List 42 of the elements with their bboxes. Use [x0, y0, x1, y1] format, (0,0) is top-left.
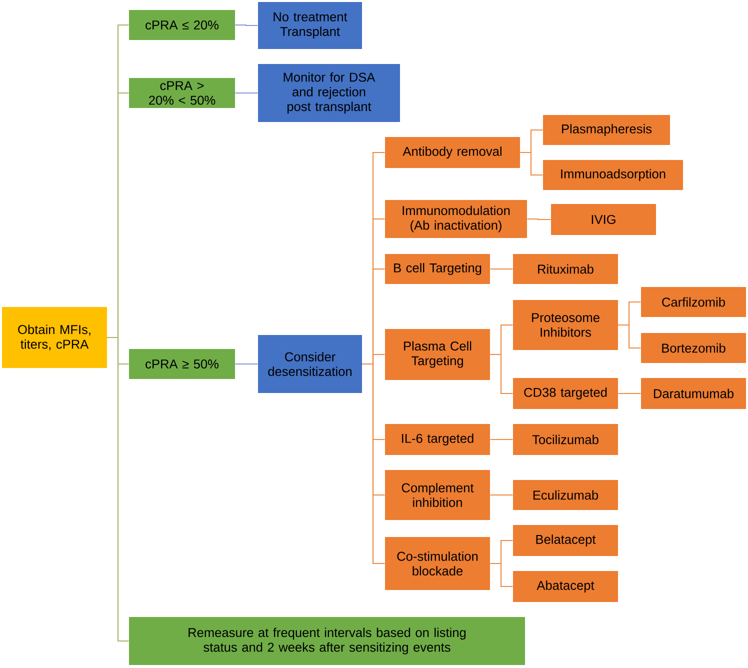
connector-line — [490, 268, 513, 270]
connector-line — [527, 218, 551, 220]
treatment-box: Immunomodulation (Ab inactivation) — [385, 200, 527, 238]
connector-line — [490, 438, 513, 440]
start-box: Obtain MFIs, titers, cPRA — [2, 307, 108, 368]
condition-box: cPRA ≤ 20% — [129, 10, 235, 40]
treatment-box: Complement inhibition — [385, 470, 490, 520]
treatment-box: Carfilzomib — [641, 287, 746, 317]
treatment-box: Rituximab — [513, 254, 618, 284]
condition-box: Remeasure at frequent intervals based on listing status and 2 weeks after sensitizing events — [129, 617, 525, 665]
connector-line — [490, 494, 513, 496]
connector-line — [490, 562, 513, 588]
condition-box: cPRA ≥ 50% — [129, 349, 235, 379]
connector-line — [618, 324, 641, 349]
connector-line — [618, 392, 641, 394]
treatment-box: Bortezomib — [641, 333, 746, 363]
connector-line — [235, 363, 258, 365]
treatment-box: Plasma Cell Targeting — [385, 329, 490, 380]
treatment-box: Belatacept — [513, 525, 618, 556]
action-box: Consider desensitization — [258, 335, 362, 393]
treatment-box: Antibody removal — [385, 137, 520, 168]
treatment-box: IL-6 targeted — [385, 424, 490, 455]
treatment-box: Eculizumab — [513, 480, 618, 510]
treatment-box: B cell Targeting — [385, 254, 490, 284]
action-box: No treatment Transplant — [258, 2, 362, 49]
action-box: Monitor for DSA and rejection post transplant — [258, 64, 400, 122]
treatment-box: Plasmapheresis — [543, 115, 670, 145]
treatment-box: Abatacept — [513, 571, 618, 602]
treatment-box: Proteosome Inhibitors — [513, 300, 618, 350]
connector-line — [107, 336, 129, 642]
treatment-box: Immunoadsorption — [543, 160, 683, 190]
treatment-box: IVIG — [551, 204, 656, 235]
treatment-box: Daratumumab — [641, 378, 746, 409]
connector-line — [490, 354, 513, 394]
connector-line — [362, 363, 385, 564]
connector-line — [520, 152, 543, 176]
treatment-box: Tocilizumab — [513, 424, 618, 455]
treatment-box: Co-stimulation blockade — [385, 537, 490, 590]
connector-line — [235, 24, 258, 26]
connector-line — [235, 92, 258, 94]
condition-box: cPRA > 20% < 50% — [129, 78, 235, 108]
treatment-box: CD38 targeted — [513, 378, 618, 409]
